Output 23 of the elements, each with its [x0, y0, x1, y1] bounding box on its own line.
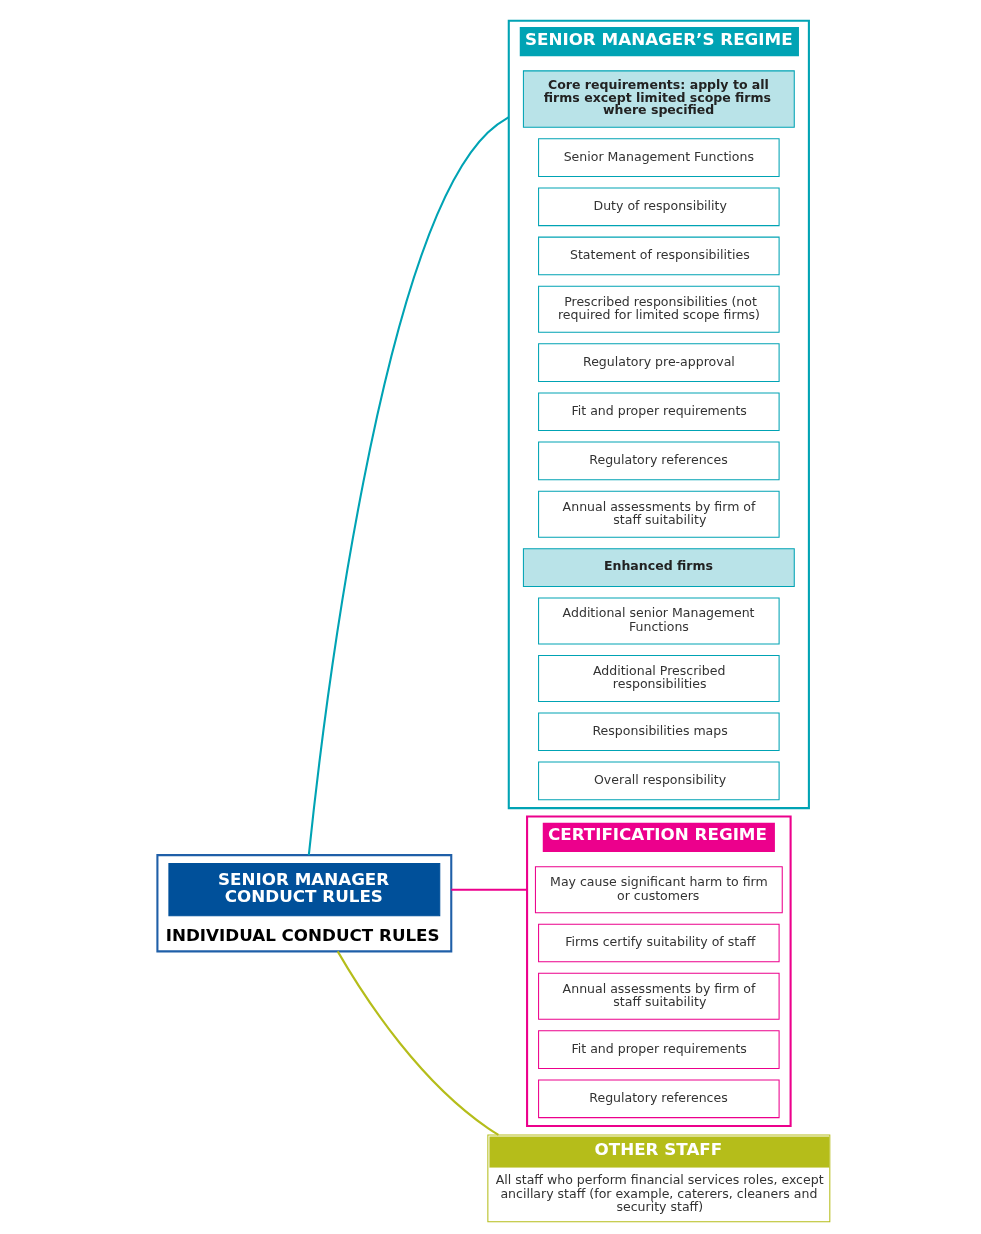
node-box: Annual assessments by firm of staff suitability: [537, 490, 780, 538]
connector: [336, 950, 499, 1136]
node-box: Statement of responsibilities: [537, 236, 780, 276]
node-box: Duty of responsibility: [537, 187, 780, 227]
node-box: Regulatory pre-approval: [537, 343, 780, 382]
node-box: Prescribed responsibilities (not required for limited scope firms): [537, 285, 780, 333]
node-box: Overall responsibility: [537, 761, 780, 801]
node-box: Additional Prescribed responsibilities: [537, 654, 780, 702]
node-box: Enhanced firms: [522, 548, 795, 587]
node-box: Fit and proper requirements: [537, 392, 780, 432]
connector: [450, 888, 527, 891]
node-box: May cause significant harm to firm or customers: [534, 866, 783, 914]
node-box: Additional senior Management Functions: [537, 597, 780, 645]
node-box: Responsibilities maps: [537, 712, 780, 752]
connector: [307, 116, 509, 856]
node-box: Annual assessments by firm of staff suitability: [537, 972, 780, 1020]
node-box: Senior Management Functions: [537, 138, 780, 177]
node-box: Fit and proper requirements: [537, 1030, 780, 1069]
node-box: Firms certify suitability of staff: [537, 923, 780, 963]
node-box: SENIOR MANAGER CONDUCT RULES: [167, 863, 440, 917]
node-box: Regulatory references: [537, 1079, 780, 1119]
node-box: Core requirements: apply to all firms except limited scope firms where specified: [522, 70, 795, 128]
node-box: Regulatory references: [537, 441, 780, 481]
